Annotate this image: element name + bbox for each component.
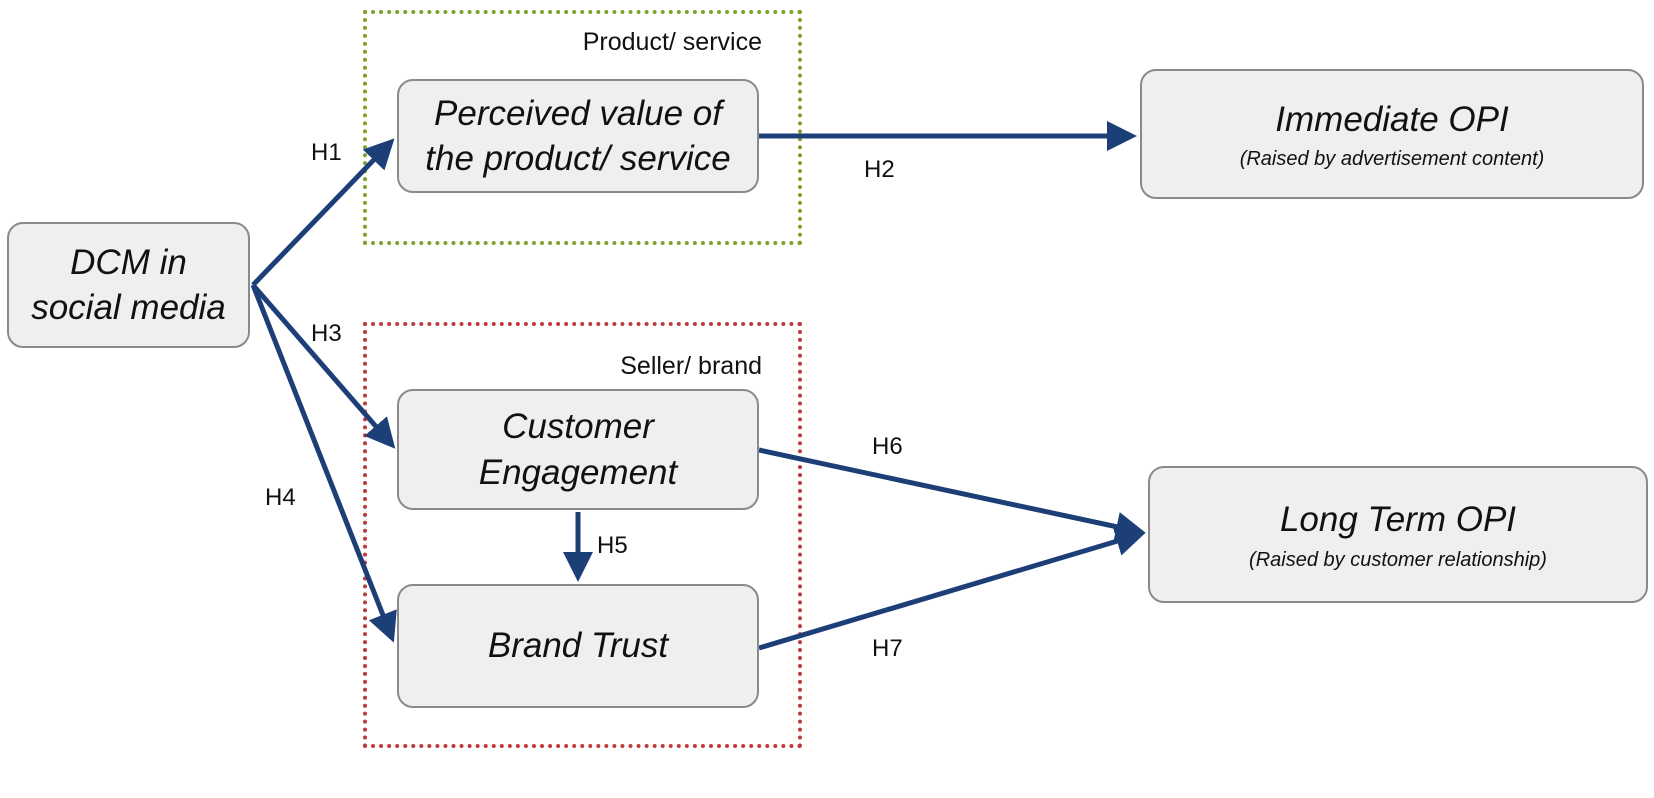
arrow-h6	[758, 447, 1146, 542]
dcm-social-media-node: DCM in social media	[7, 222, 250, 348]
immediate-opi-subtitle: (Raised by advertisement content)	[1239, 148, 1545, 171]
perceived-value-node: Perceived value of the product/ service	[397, 79, 759, 193]
arrow-h3	[251, 283, 396, 449]
edge-label-h3: H3	[311, 320, 342, 347]
edge-label-h6: H6	[872, 433, 903, 460]
brand-trust-node: Brand Trust	[397, 584, 759, 708]
edge-label-h7: H7	[872, 635, 903, 662]
product-service-group: Product/ service	[363, 10, 802, 245]
edge-label-h4: H4	[265, 484, 296, 511]
long-term-opi-subtitle: (Raised by customer relationship)	[1249, 548, 1547, 571]
arrow-h1	[251, 138, 395, 287]
engagement-node-line2: Engagement	[478, 452, 678, 492]
edge-label-h5: H5	[597, 532, 628, 559]
perceived-node-line1: Perceived value of	[434, 93, 722, 133]
arrow-h4	[250, 284, 397, 643]
edge-label-h1: H1	[311, 139, 342, 166]
product-service-group-label: Product/ service	[582, 28, 762, 56]
immediate-opi-node: Immediate OPI (Raised by advertisement c…	[1140, 69, 1644, 199]
dcm-node-line2: social media	[31, 288, 226, 327]
edge-label-h2: H2	[864, 156, 895, 183]
engagement-node-line1: Customer	[502, 407, 654, 446]
long-term-opi-node: Long Term OPI (Raised by customer relati…	[1148, 466, 1648, 603]
perceived-node-line2: the product/ service	[425, 139, 731, 178]
arrow-h7	[758, 526, 1146, 651]
seller-brand-group: Seller/ brand	[363, 322, 802, 748]
dcm-node-line1: DCM in	[70, 242, 187, 282]
long-term-opi-title: Long Term OPI	[1279, 500, 1517, 540]
customer-engagement-node: Customer Engagement	[397, 389, 759, 510]
seller-brand-group-label: Seller/ brand	[620, 352, 762, 380]
brand-trust-title: Brand Trust	[487, 626, 669, 666]
immediate-opi-title: Immediate OPI	[1275, 99, 1509, 139]
